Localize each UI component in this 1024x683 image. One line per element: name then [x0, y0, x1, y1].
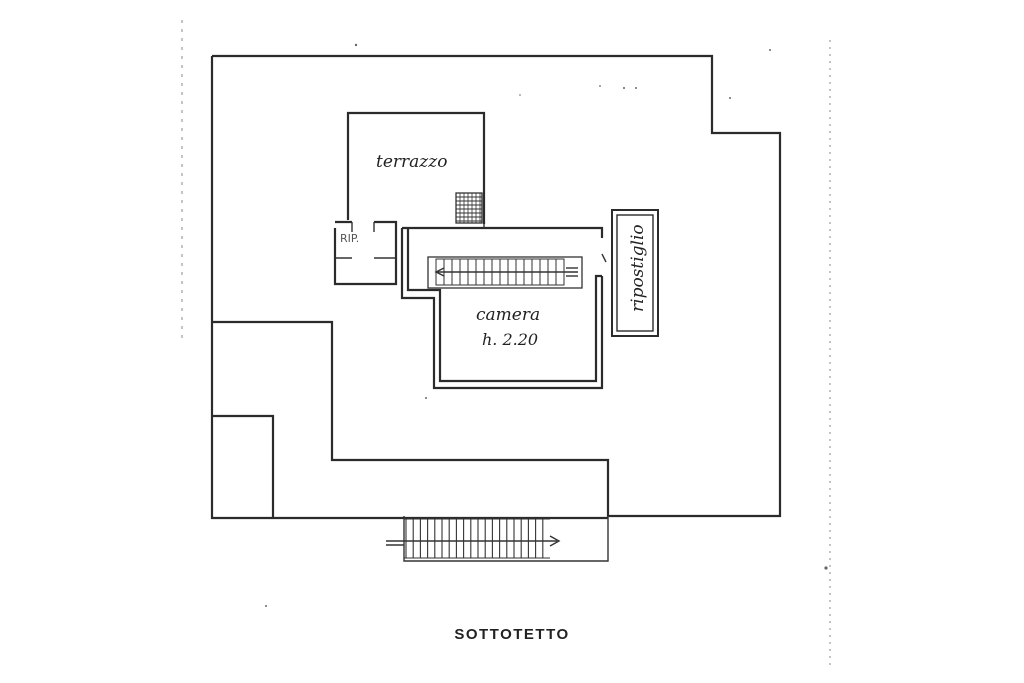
lower-stair-enclosure [403, 516, 609, 562]
corridor-top-wall [402, 226, 604, 238]
terrace-grate-hatch [456, 193, 482, 223]
rip-label: RIP. [340, 232, 359, 245]
storage-wall-inner [616, 214, 654, 332]
lower-left-wall [210, 322, 608, 520]
outer-wall [212, 54, 782, 518]
scan-speckles [265, 43, 828, 607]
storage-label: ripostiglio [628, 224, 648, 312]
room-height-label: h. 2.20 [482, 330, 538, 349]
rip-closet-wall [333, 220, 398, 286]
scan-margin-lines [181, 20, 831, 670]
plan-title: SOTTOTETTO [454, 626, 570, 643]
bedroom-label: camera [476, 305, 540, 325]
terrace-label: terrazzo [376, 152, 447, 172]
corridor-wall-outer [400, 228, 604, 390]
inner-staircase [427, 256, 583, 289]
lower-staircase [386, 518, 561, 559]
terrace-wall [346, 111, 486, 224]
small-room-wall [212, 414, 275, 518]
terrace-grate [455, 192, 483, 224]
storage-wall-outer [611, 209, 659, 337]
corridor-wall-inner [406, 228, 602, 383]
